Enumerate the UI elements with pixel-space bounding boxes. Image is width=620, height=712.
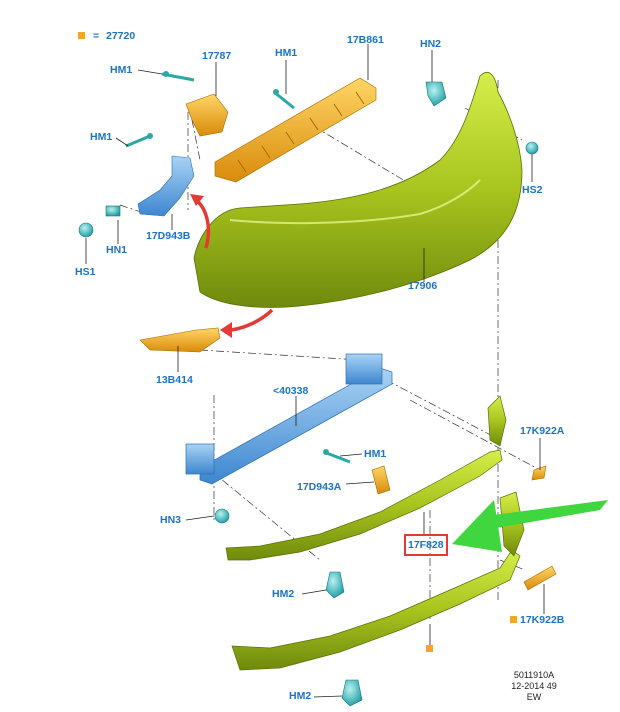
clip-icon [105,205,121,217]
marker-square-icon [78,32,85,39]
lower-valance [231,549,521,671]
part-17k922b [523,565,557,591]
clip-icon [525,141,539,155]
green-arrow-icon [452,500,608,552]
bracket-17d943b [137,155,195,217]
red-arrow-head-icon [190,194,204,206]
reference-line-3: EW [526,692,542,702]
label-17b861: 17B861 [347,34,384,46]
label-17f828: 17F828 [408,539,444,551]
marker-square-icon [426,645,433,652]
bracket-17787 [185,93,229,137]
label-13b414: 13B414 [156,374,193,386]
label-hn1: HN1 [106,244,128,256]
trim-13b414 [139,327,221,353]
label-hm1-top-mid: HM1 [275,47,298,59]
fasteners [78,71,539,707]
bracket-17d943a [371,465,391,495]
push-pin-icon [325,571,345,599]
bumper-cover-17906 [193,71,523,308]
part-17k922a [531,465,547,481]
label-hm2-upper: HM2 [272,588,295,600]
label-40338: <40338 [273,385,309,397]
reference-line-2: 12-2014 49 [511,681,557,691]
clip-icon [78,222,94,238]
push-pin-icon [341,679,363,707]
screw-icon [273,89,295,110]
red-arrow-head-icon [220,322,232,338]
screw-icon [161,71,195,82]
label-leaders [85,44,545,698]
screw-icon [125,133,153,148]
bumper-cover-highlight [229,179,481,225]
label-hs1: HS1 [75,266,96,278]
label-17787: 17787 [202,50,232,62]
highlight-box [404,534,448,556]
bracket-17b861 [214,77,377,183]
legend-separator: = [93,30,100,42]
legend-code: 27720 [106,30,136,42]
label-17k922b: 17K922B [520,614,565,626]
label-hn3: HN3 [160,514,182,526]
clip-icon [214,508,230,524]
clip-icon [425,81,447,107]
label-17k922a: 17K922A [520,425,565,437]
side-bracket [487,395,507,447]
screw-icon [323,449,351,464]
label-17906: 17906 [408,280,438,292]
label-hm1-lower: HM1 [364,448,387,460]
label-hm1-top-left: HM1 [110,64,133,76]
marker-square-icon [510,616,517,623]
label-17d943b: 17D943B [146,230,191,242]
label-hs2: HS2 [522,184,543,196]
label-hm2-lower: HM2 [289,690,312,702]
label-hn2: HN2 [420,38,442,50]
red-arrow-icon [227,308,274,332]
label-hm1-left: HM1 [90,131,113,143]
reference-block: 5011910A 12-2014 49 EW [498,670,570,703]
label-17d943a: 17D943A [297,481,342,493]
reinforcement-beam-40338 [185,353,393,485]
reference-line-1: 5011910A [513,670,555,680]
valance-17f828 [225,449,503,561]
